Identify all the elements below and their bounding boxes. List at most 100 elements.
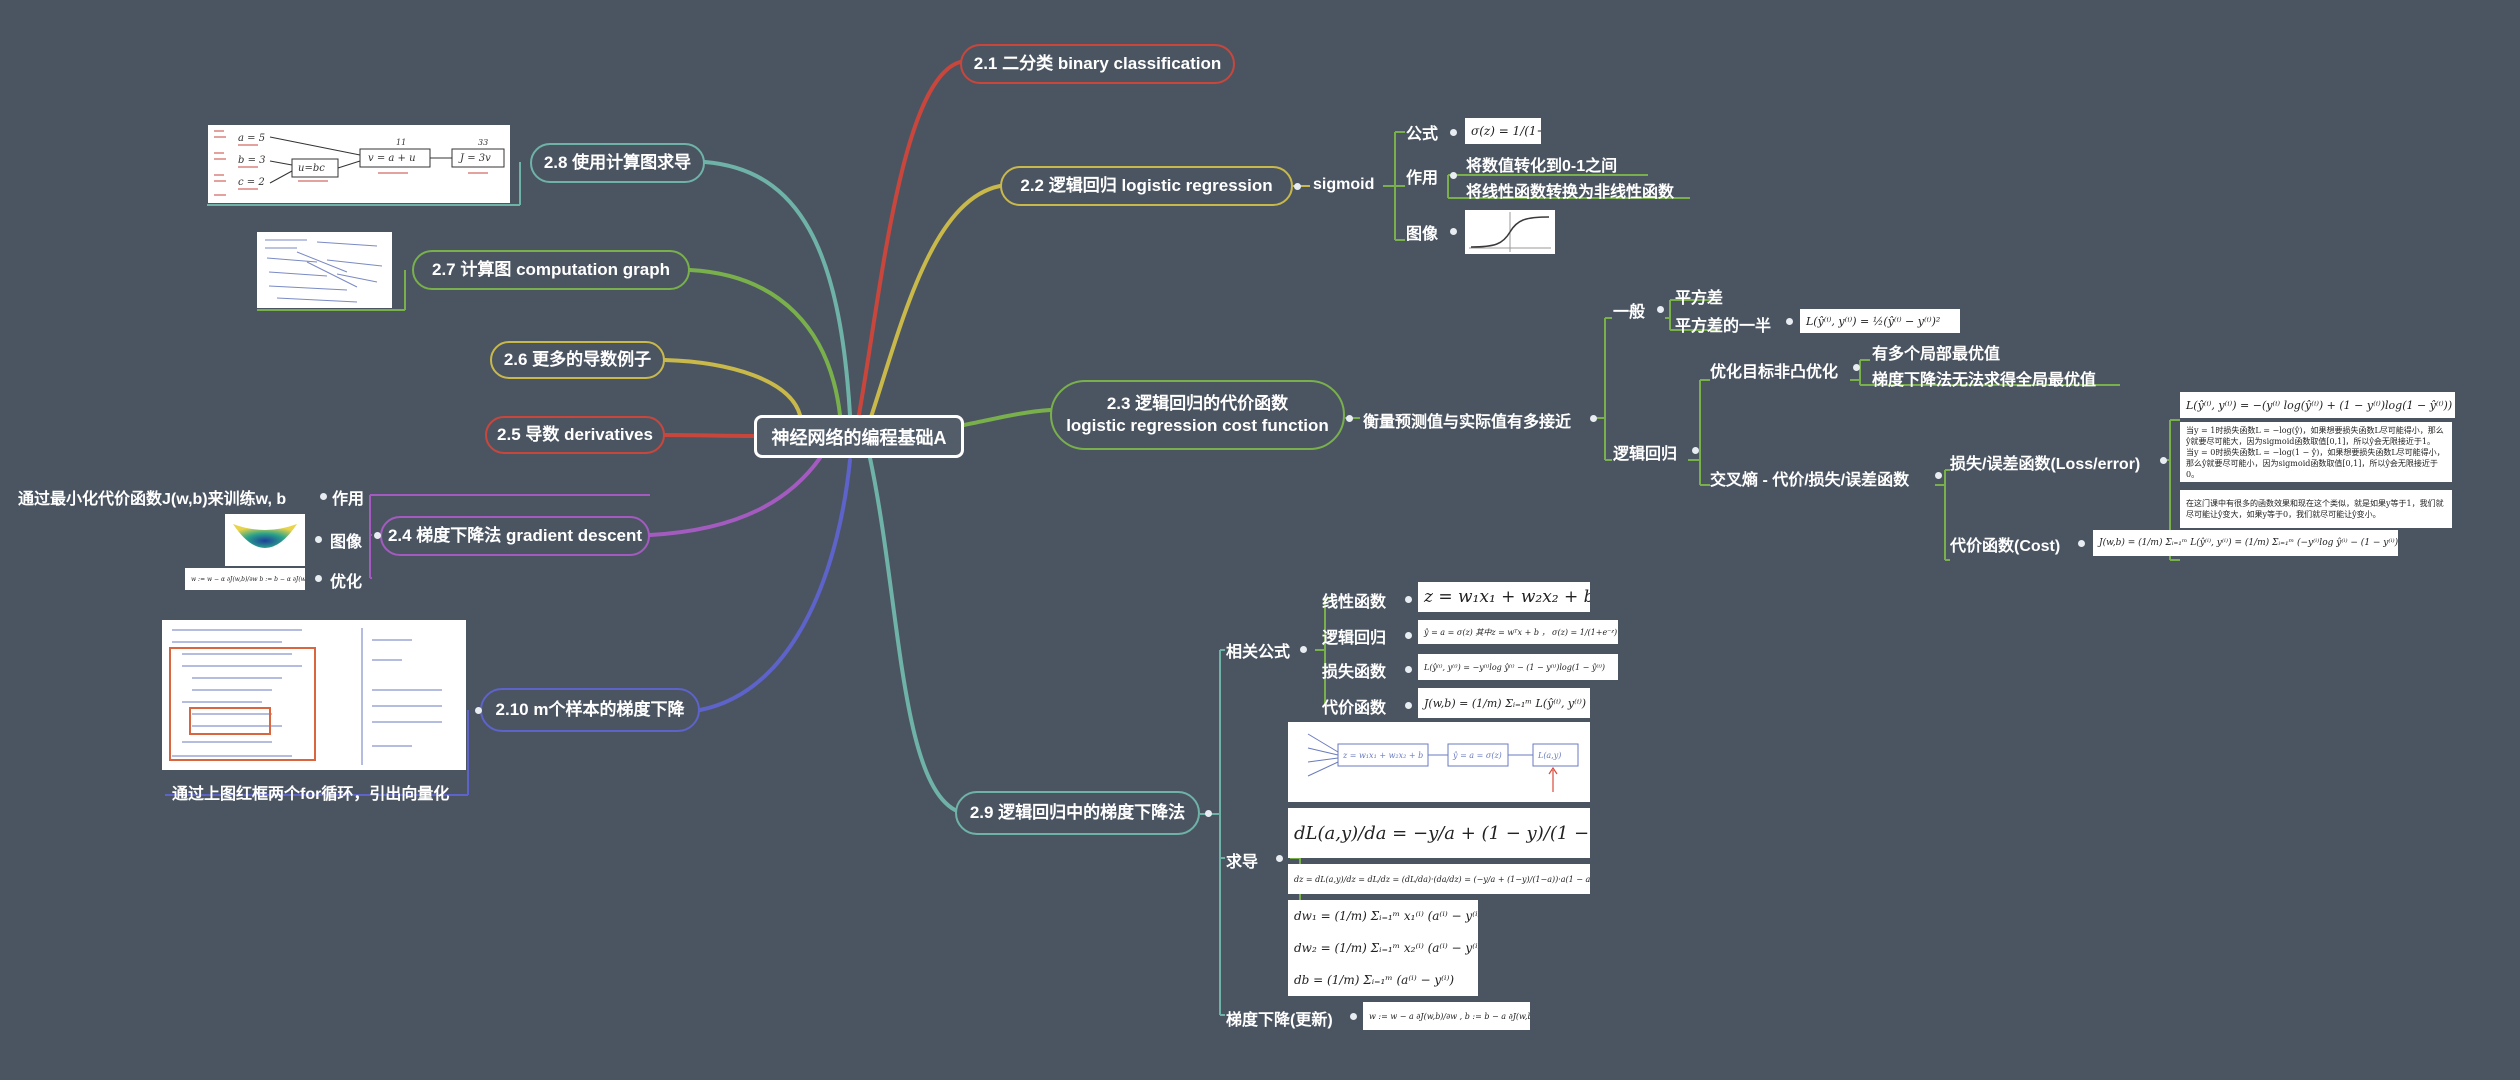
root-topic[interactable]: 神经网络的编程基础A: [754, 415, 964, 458]
gd-opt-formula: w := w − α ∂J(w,b)/∂w b := b − α ∂J(w,b)…: [185, 568, 305, 590]
branch-2-9: [868, 456, 957, 812]
sigmoid-label[interactable]: sigmoid: [1313, 176, 1375, 193]
topic-2-10-label: 2.10 m个样本的梯度下降: [495, 700, 685, 719]
connector-dot: [1350, 1013, 1357, 1020]
topic-2-6-label: 2.6 更多的导数例子: [503, 350, 652, 369]
topic-2-2[interactable]: 2.2 逻辑回归 logistic regression: [1000, 166, 1293, 206]
update-label[interactable]: 梯度下降(更新): [1226, 1012, 1333, 1029]
cost-general[interactable]: 一般: [1613, 304, 1646, 321]
svg-text:z = w₁x₁ + w₂x₂ + b: z = w₁x₁ + w₂x₂ + b: [1342, 751, 1423, 760]
branch-2-8: [703, 160, 852, 417]
topic-2-8[interactable]: 2.8 使用计算图求导: [530, 143, 705, 183]
bowl-surface-icon: [233, 524, 297, 548]
graph-c: c = 2: [238, 177, 265, 188]
topic-2-7-label: 2.7 计算图 computation graph: [431, 260, 671, 279]
svg-text:ŷ = a = σ(z): ŷ = a = σ(z): [1452, 751, 1502, 760]
connector-dot: [1405, 666, 1412, 673]
connector-dot: [1294, 183, 1301, 190]
sigmoid-image-label[interactable]: 图像: [1406, 226, 1439, 243]
handwritten-notes-icon: [169, 628, 442, 765]
sigmoid-curve-icon: [1469, 212, 1551, 252]
connector-dot: [1657, 306, 1664, 313]
db-formula: db = (1/m) Σᵢ₌₁ᵐ (a⁽ⁱ⁾ − y⁽ⁱ⁾): [1294, 973, 1455, 987]
connector-dot: [1935, 472, 1942, 479]
computation-graph-derivative-image: a = 5 b = 3 c = 2 u=bc v = a + u J = 3v …: [208, 125, 510, 203]
connector-dot: [315, 575, 322, 582]
connector-dot: [1346, 415, 1353, 422]
cost-measure[interactable]: 衡量预测值与实际值有多接近: [1363, 414, 1572, 431]
loss-label[interactable]: 损失/误差函数(Loss/error): [1950, 456, 2141, 473]
cost-cross-entropy[interactable]: 交叉熵 - 代价/损失/误差函数: [1710, 472, 1910, 489]
connector-dot: [1300, 646, 1307, 653]
svg-text:L(a,y): L(a,y): [1537, 751, 1561, 760]
connector-dot: [1590, 415, 1597, 422]
scribble-graph-icon: [265, 239, 383, 303]
branch-2-5: [663, 433, 756, 438]
sigmoid-effect-label[interactable]: 作用: [1406, 170, 1439, 187]
connector-dot: [1276, 855, 1283, 862]
cost-many-local[interactable]: 有多个局部最优值: [1872, 346, 2001, 363]
loss-function-label[interactable]: 损失函数: [1322, 664, 1387, 681]
sigmoid-formula: σ(z) = 1/(1+e⁻ᶻ): [1465, 118, 1541, 144]
gd-image-label[interactable]: 图像: [330, 534, 363, 551]
vectorization-note[interactable]: 通过上图红框两个for循环，引出向量化: [172, 786, 450, 803]
loss-note-2: 当y = 0时损失函数L = −log(1 − ŷ)，如果想要损失函数L尽可能得…: [2186, 447, 2445, 479]
gd-effect-text[interactable]: 通过最小化代价函数J(w,b)来训练w, b: [18, 491, 287, 508]
sigmoid-curve-image: [1465, 210, 1555, 254]
linear-label[interactable]: 线性函数: [1322, 594, 1387, 611]
branch-2-2: [868, 184, 1002, 422]
graph-b: b = 3: [238, 155, 266, 166]
branch-2-4: [648, 456, 822, 537]
topic-2-5[interactable]: 2.5 导数 derivatives: [485, 416, 665, 454]
topic-2-8-label: 2.8 使用计算图求导: [543, 153, 692, 172]
cost-formula: J(w,b) = (1/m) Σᵢ₌₁ᵐ L(ŷ⁽ⁱ⁾, y⁽ⁱ⁾) = (1/…: [2093, 530, 2398, 556]
loss-function-formula: L(ŷ⁽ⁱ⁾, y⁽ⁱ⁾) = −y⁽ⁱ⁾log ŷ⁽ⁱ⁾ − (1 − y⁽ⁱ…: [1418, 654, 1618, 680]
topic-2-2-label: 2.2 逻辑回归 logistic regression: [1020, 176, 1273, 195]
connector-dot: [1786, 318, 1793, 325]
connector-dot: [320, 493, 327, 500]
sigmoid-effect-2[interactable]: 将线性函数转换为非线性函数: [1466, 184, 1675, 201]
topic-2-10[interactable]: 2.10 m个样本的梯度下降: [480, 688, 700, 732]
cost-function-label-2[interactable]: 代价函数: [1322, 700, 1387, 717]
connector-dot: [1450, 129, 1457, 136]
dw1-formula: dw₁ = (1/m) Σᵢ₌₁ᵐ x₁⁽ⁱ⁾ (a⁽ⁱ⁾ − y⁽ⁱ⁾): [1294, 909, 1478, 923]
derive-label[interactable]: 求导: [1226, 854, 1259, 871]
topic-2-3-label-2: logistic regression cost function: [1066, 416, 1329, 435]
linear-formula: z = w₁x₁ + w₂x₂ + b: [1418, 582, 1590, 612]
cost-function-formula: J(w,b) = (1/m) Σᵢ₌₁ᵐ L(ŷ⁽ⁱ⁾, y⁽ⁱ⁾): [1418, 688, 1590, 718]
logreg-label[interactable]: 逻辑回归: [1322, 630, 1387, 647]
gd-opt-label[interactable]: 优化: [330, 574, 363, 591]
formulas-label[interactable]: 相关公式: [1226, 644, 1291, 661]
topic-2-7[interactable]: 2.7 计算图 computation graph: [412, 250, 690, 290]
connector-dot: [1692, 447, 1699, 454]
branch-2-1: [856, 60, 962, 422]
cost-function-label[interactable]: 代价函数(Cost): [1950, 538, 2061, 555]
m-samples-notes-image: [162, 620, 466, 770]
sigmoid-formula-label[interactable]: 公式: [1406, 126, 1439, 143]
connector-dot: [1405, 596, 1412, 603]
da-formula: dL(a,y)/da = −y/a + (1 − y)/(1 − a): [1288, 808, 1590, 858]
connector-dot: [374, 532, 381, 539]
graph-j: J = 3v: [458, 153, 491, 164]
cost-nonconvex[interactable]: 优化目标非凸优化: [1710, 364, 1839, 381]
computation-graph-icon: a = 5 b = 3 c = 2 u=bc v = a + u J = 3v …: [214, 130, 505, 196]
topic-2-1[interactable]: 2.1 二分类 binary classification: [960, 44, 1235, 84]
half-square-formula: L(ŷ⁽ⁱ⁾, y⁽ⁱ⁾) = ½(ŷ⁽ⁱ⁾ − y⁽ⁱ⁾)²: [1800, 309, 1960, 333]
cost-no-global[interactable]: 梯度下降法无法求得全局最优值: [1872, 372, 2097, 389]
sigmoid-effect-1[interactable]: 将数值转化到0-1之间: [1466, 158, 1618, 175]
dw-db-formulas: dw₁ = (1/m) Σᵢ₌₁ᵐ x₁⁽ⁱ⁾ (a⁽ⁱ⁾ − y⁽ⁱ⁾) dw…: [1288, 900, 1478, 996]
topic-2-9[interactable]: 2.9 逻辑回归中的梯度下降法: [955, 791, 1200, 835]
topic-2-6[interactable]: 2.6 更多的导数例子: [490, 341, 665, 379]
topic-2-5-label: 2.5 导数 derivatives: [497, 425, 653, 444]
gd-effect-label[interactable]: 作用: [332, 491, 365, 508]
cost-logreg[interactable]: 逻辑回归: [1613, 446, 1678, 463]
connector-dot: [1405, 702, 1412, 709]
connector-dot: [1405, 632, 1412, 639]
topic-2-9-label: 2.9 逻辑回归中的梯度下降法: [969, 803, 1186, 822]
topic-2-4[interactable]: 2.4 梯度下降法 gradient descent: [380, 516, 650, 556]
graph-n33: 33: [478, 138, 488, 147]
cost-square[interactable]: 平方差: [1675, 290, 1724, 307]
cost-half-square[interactable]: 平方差的一半: [1675, 318, 1772, 335]
